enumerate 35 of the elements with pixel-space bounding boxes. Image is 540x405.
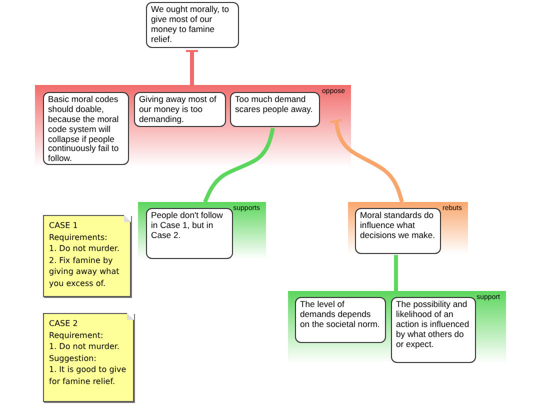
note-text: CASE 2 (49, 318, 79, 330)
sticky-note (43, 215, 131, 297)
argument-box (355, 208, 441, 254)
note-text: 2. Fix famine by giving away what you excess of. (49, 254, 120, 290)
argument-box (43, 92, 129, 165)
argument-text: Giving away most of our money is too demanding. (139, 95, 218, 125)
argument-box (295, 297, 386, 343)
note-text: Suggestion: (49, 352, 98, 364)
argument-text: Too much demand scares people away. (235, 95, 314, 115)
connector (394, 255, 398, 291)
note-text: Requirement: (49, 330, 104, 342)
argument-text: We ought morally, to give most of our money to famine relief. (151, 5, 230, 44)
argument-box (146, 2, 239, 48)
argument-box (146, 208, 233, 259)
note-text: 1. Do not murder. (49, 243, 121, 255)
argument-text: Moral standards do influence what decisions we make. (360, 211, 436, 241)
argument-box (391, 297, 476, 363)
connector (185, 50, 199, 85)
relation-band (35, 85, 351, 167)
argument-text: The level of demands depends on the societal norm. (300, 300, 381, 330)
sticky-note (43, 313, 134, 402)
argument-box (134, 92, 226, 127)
note-text: 1. It is good to give for famine relief. (49, 364, 128, 388)
relation-band (288, 291, 506, 363)
connector (329, 118, 404, 203)
argument-box (230, 92, 320, 127)
connector (203, 128, 275, 203)
argument-text: The possibility and likelihood of an action is influenced by what others do or expect. (396, 300, 470, 350)
note-text: 1. Do not murder. (49, 341, 121, 353)
argument-text: People don't follow in Case 1, but in Case 2. (151, 211, 224, 241)
note-text: CASE 1 (49, 220, 79, 232)
note-text: Requirements: (49, 232, 108, 244)
argument-text: Basic moral codes should doable, because the moral code system will collapse if people continuously fail to follow. (48, 95, 120, 164)
relation-band (348, 202, 468, 254)
relation-band (138, 202, 266, 259)
